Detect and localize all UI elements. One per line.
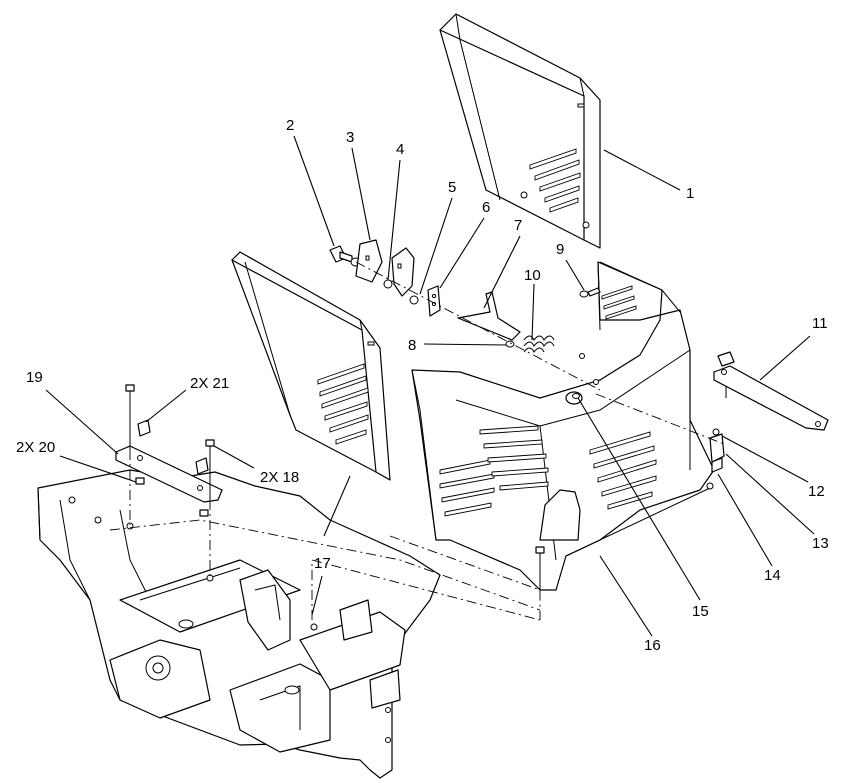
part-19-mount-plate [115,445,223,503]
callout-11: 11 [812,315,828,332]
part-1-screen-panel [439,13,601,249]
part-21-knobs [137,419,209,475]
part-9-bolt [579,287,601,298]
part-10-spring [523,335,555,353]
callout-20: 2X 20 [16,439,55,456]
part-11-strap [713,351,829,431]
mower-frame [37,469,541,779]
part-16-seat-box [411,261,715,591]
part-2-shoulder-bolt [329,245,362,267]
callout-14: 14 [764,567,781,584]
callout-leaders [45,135,815,637]
part-15-knob [565,391,583,405]
callout-9: 9 [556,241,564,258]
part-3-latch-plate [355,239,383,283]
callout-13: 13 [812,535,829,552]
part-8-nut [505,340,515,348]
callout-2: 2 [286,117,294,134]
part-6-bracket [427,285,441,317]
callout-12: 12 [808,483,825,500]
vent-slots-1 [529,148,581,213]
part-12-13-14-latch-hardware [709,428,725,473]
callout-5: 5 [448,179,456,196]
callout-15: 15 [692,603,709,620]
assembly-centerlines [129,261,725,621]
callout-16: 16 [644,637,661,654]
callout-8: 8 [408,337,416,354]
part-18-bolts [125,384,545,590]
callout-18: 2X 18 [260,469,299,486]
callout-10: 10 [524,267,541,284]
callout-17: 17 [314,555,331,572]
part-17-screen-panel [231,251,391,481]
vent-slots-17 [317,363,369,445]
callout-labels: 1 2 3 4 5 6 7 8 9 10 11 12 13 14 15 16 1… [16,117,829,654]
part-20-nuts [135,477,209,517]
part-4-cam-plate [383,247,419,305]
callout-21: 2X 21 [190,375,229,392]
callout-4: 4 [396,141,404,158]
part-7-latch-lever [457,291,521,341]
callout-6: 6 [482,199,490,216]
vent-slots-16 [439,285,657,517]
callout-19: 19 [26,369,43,386]
callout-1: 1 [686,185,694,202]
callout-3: 3 [346,129,354,146]
callout-7: 7 [514,217,522,234]
